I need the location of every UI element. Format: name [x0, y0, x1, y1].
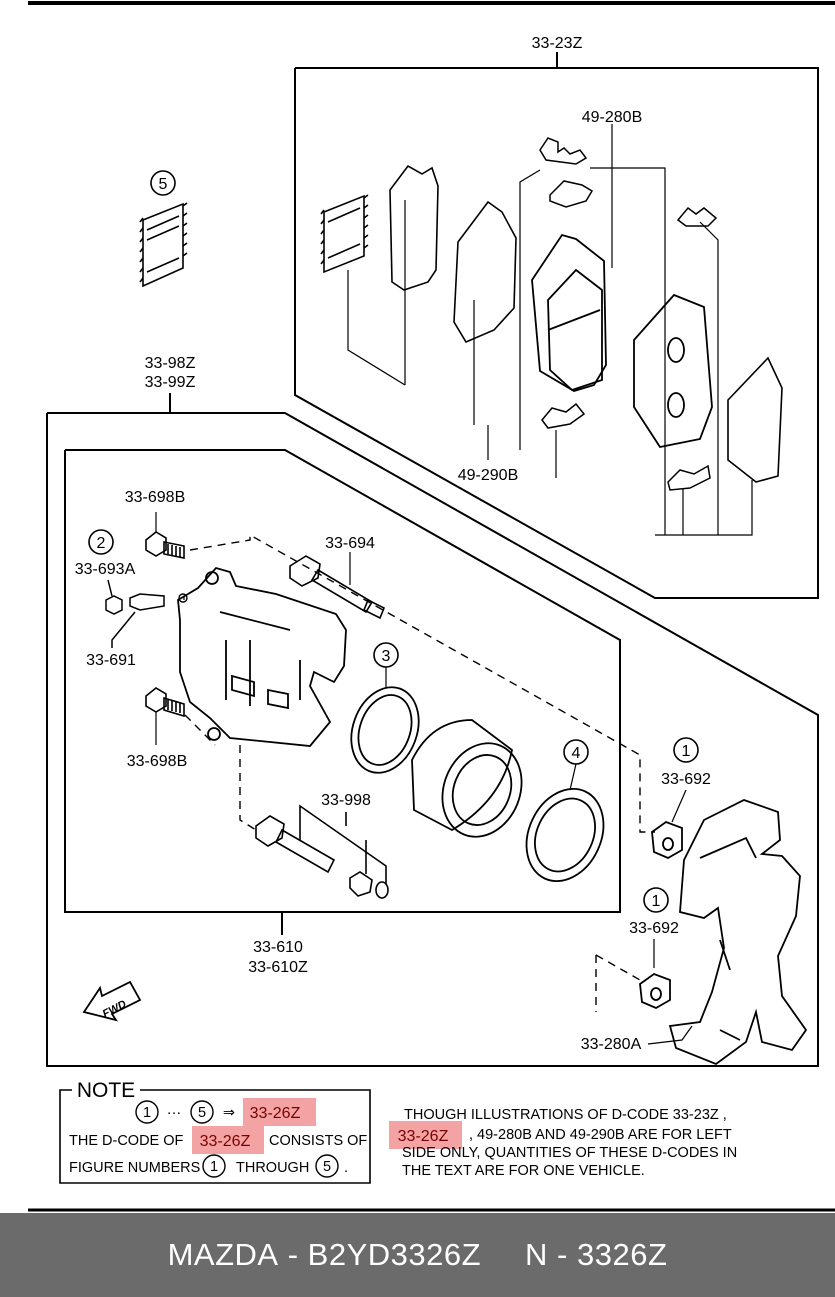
anti-squeal-plates: [389, 164, 517, 344]
note-line3-pre: FIGURE NUMBERS: [69, 1160, 200, 1176]
piston-seal: [350, 686, 420, 774]
footer-part-number: B2YD3326Z: [307, 1237, 482, 1272]
label-33-698b-upper: 33-698B: [125, 489, 186, 506]
dashed-guide-lines: [184, 533, 655, 1012]
label-33-98z: 33-98Z: [145, 355, 196, 372]
circle-1-lower-marker: [643, 887, 669, 913]
seal-kit-parts: [255, 804, 389, 899]
label-33-610: 33-610: [253, 939, 303, 956]
kit-leader-lines: [347, 124, 753, 536]
note-line3-from: 1: [210, 1159, 218, 1175]
pad-kit-frame: [294, 52, 819, 599]
circle-1-upper-text: 1: [682, 743, 691, 760]
note-title: NOTE: [77, 1079, 135, 1102]
label-33-698b-lower: 33-698B: [127, 753, 188, 770]
circle-2-text: 2: [97, 535, 106, 552]
remark-line2-rest: , 49-280B AND 49-290B ARE FOR LEFT: [469, 1127, 732, 1143]
circle-5-marker: [150, 170, 176, 196]
footer-separator: -: [278, 1237, 308, 1272]
caliper-body: [177, 566, 347, 747]
footer-n-code: 3326Z: [576, 1237, 668, 1272]
note-circle-5: [190, 1100, 214, 1124]
outer-shim: [727, 356, 783, 483]
shim-part-5: [139, 202, 188, 288]
footer-bar: MAZDA - B2YD3326Z N - 3326Z: [0, 1213, 835, 1297]
caliper-assembly-frame: [46, 393, 819, 1067]
note-code-highlight: [243, 1098, 316, 1126]
guide-pin-upper: [289, 555, 386, 620]
circle-1-upper-marker: [673, 737, 699, 763]
note-code: 33-26Z: [250, 1105, 301, 1122]
note-line3-circle-1: [202, 1154, 226, 1178]
note-line3-to: 5: [323, 1159, 331, 1175]
caliper-bolt-upper: [145, 531, 185, 559]
label-33-691: 33-691: [86, 652, 136, 669]
note-circle-1: [135, 1100, 159, 1124]
circle-1-lower-text: 1: [652, 893, 661, 910]
footer-n-prefix: N -: [525, 1237, 577, 1272]
note-line3-mid: THROUGH: [236, 1160, 309, 1176]
note-range-dots: ···: [167, 1105, 182, 1121]
brake-pad-outer: [633, 293, 713, 449]
remark-code-highlight: [389, 1121, 462, 1149]
piston-dust-boot: [525, 788, 605, 882]
footer-brand: MAZDA: [167, 1237, 279, 1272]
note-box-frame: [59, 1089, 371, 1184]
circle-4-text: 4: [572, 745, 581, 762]
remark-line2-code: 33-26Z: [398, 1128, 449, 1145]
brake-pad-inner: [531, 233, 607, 392]
caliper-body-frame: [64, 449, 621, 935]
circle-5-text: 5: [159, 176, 168, 193]
circle-2-marker: [88, 529, 114, 555]
label-33-998: 33-998: [321, 792, 371, 809]
caliper-piston: [411, 719, 523, 838]
circle-3-text: 3: [382, 648, 391, 665]
label-33-694: 33-694: [325, 535, 375, 552]
guide-pin-boot-upper: [651, 820, 683, 860]
note-line2-pre: THE D-CODE OF: [69, 1133, 184, 1149]
label-49-280b: 49-280B: [582, 109, 643, 126]
note-line2-highlight: [192, 1126, 264, 1154]
remark-line1: THOUGH ILLUSTRATIONS OF D-CODE 33-23Z ,: [404, 1107, 727, 1123]
note-arrow: ⇒: [223, 1105, 235, 1121]
note-line3-end: .: [344, 1160, 348, 1176]
label-33-610z: 33-610Z: [248, 959, 308, 976]
mounting-support: [668, 799, 808, 1066]
forward-arrow-icon: [82, 980, 142, 1022]
remark-line4: THE TEXT ARE FOR ONE VEHICLE.: [402, 1163, 645, 1179]
note-line2-post: CONSISTS OF: [269, 1133, 367, 1149]
label-49-290b: 49-290B: [458, 467, 519, 484]
label-33-692-lower: 33-692: [629, 920, 679, 937]
guide-pin-boot-lower: [639, 972, 671, 1010]
caliper-bolt-lower: [145, 687, 185, 718]
note-range-to: 5: [198, 1105, 206, 1121]
label-33-23z: 33-23Z: [532, 35, 583, 52]
label-33-99z: 33-99Z: [145, 374, 196, 391]
note-range-from: 1: [143, 1105, 151, 1121]
pad-clips: [539, 137, 718, 491]
inner-shim: [320, 194, 369, 274]
label-33-280a: 33-280A: [581, 1036, 642, 1053]
remark-line3: SIDE ONLY, QUANTITIES OF THESE D-CODES I…: [402, 1145, 737, 1161]
label-33-692-upper: 33-692: [661, 771, 711, 788]
label-33-693a: 33-693A: [75, 561, 136, 578]
note-line2-code: 33-26Z: [200, 1133, 251, 1150]
bleeder-parts: [105, 579, 165, 648]
note-line3-circle-5: [315, 1154, 339, 1178]
